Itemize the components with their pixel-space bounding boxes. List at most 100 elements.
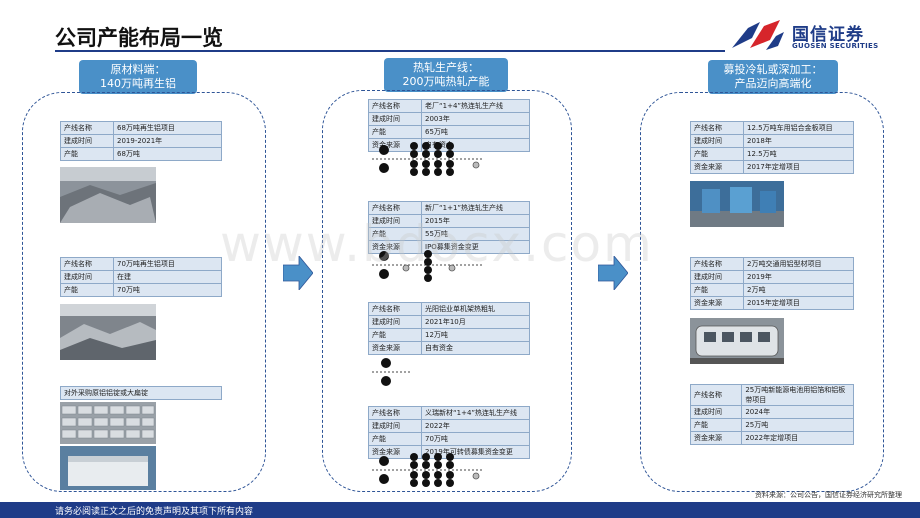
table-value: 2019年 xyxy=(743,270,854,284)
table-key: 产线名称 xyxy=(368,99,422,113)
cold-rolling-mill-photo xyxy=(690,181,784,227)
section-header-raw-material: 原材料端： 140万吨再生铝 xyxy=(79,60,197,94)
company-logo: 国信证券 GUOSEN SECURITIES xyxy=(730,18,880,54)
table-value: 自有资金 xyxy=(421,341,530,355)
table-key: 建成时间 xyxy=(689,405,743,419)
table-value: 2015年定增项目 xyxy=(743,296,854,310)
rolling-mill-1plus4-yirui-icon xyxy=(372,453,484,487)
flow-arrow-right-2-icon xyxy=(598,256,628,290)
table-key: 资金来源 xyxy=(689,431,743,445)
table-value: 2022年 xyxy=(421,419,530,433)
table-key: 产能 xyxy=(60,283,114,297)
table-value: IPO募集资金变更 xyxy=(421,240,530,254)
table-value: 12.5万吨 xyxy=(743,147,854,161)
table-value: 老厂“1+4”热连轧生产线 xyxy=(421,99,530,113)
table-key: 建成时间 xyxy=(368,315,422,329)
title-underline xyxy=(55,50,725,52)
table-key: 产线名称 xyxy=(368,201,422,215)
table-key: 产线名称 xyxy=(690,257,744,271)
table-key: 产能 xyxy=(690,283,744,297)
source-note: 资料来源：公司公告，国信证券经济研究所整理 xyxy=(755,491,902,499)
table-key: 产能 xyxy=(368,125,422,139)
rolling-mill-1plus4-icon xyxy=(372,142,484,176)
table-value: 2003年 xyxy=(421,112,530,126)
aluminum-slab-photo xyxy=(60,446,156,490)
logo-name-en: GUOSEN SECURITIES xyxy=(792,42,879,50)
section-header-hot-rolling: 热轧生产线： 200万吨热轧产能 xyxy=(384,58,508,92)
table-key: 资金来源 xyxy=(690,160,744,174)
purchased-ingot-table: 对外采购原铝铝锭或大扁锭 xyxy=(60,386,222,400)
table-value: 2017年定增项目 xyxy=(743,160,854,174)
table-value: 新厂“1+1”热连轧生产线 xyxy=(421,201,530,215)
disclaimer-text: 请务必阅读正文之后的免责声明及其项下所有内容 xyxy=(55,507,254,517)
table-value: 12.5万吨车用铝合金板项目 xyxy=(743,121,854,135)
single-stand-mill-icon xyxy=(372,358,412,386)
section-header-line2: 产品迈向高端化 xyxy=(734,77,812,90)
table-value: 25万吨 xyxy=(741,418,854,432)
table-value: 2021年10月 xyxy=(421,315,530,329)
table-key: 产能 xyxy=(60,147,114,161)
aluminum-ingot-photo xyxy=(60,402,156,444)
table-key: 建成时间 xyxy=(60,134,114,148)
table-value: 68万吨 xyxy=(113,147,222,161)
page-title: 公司产能布局一览 xyxy=(55,26,223,50)
guosen-logo-icon xyxy=(732,20,784,50)
table-key: 产线名称 xyxy=(368,406,422,420)
table-value: 义瑞新材“1+4”热连轧生产线 xyxy=(421,406,530,420)
table-key: 产能 xyxy=(368,328,422,342)
scrap-aluminum-pile-photo xyxy=(60,304,156,360)
logo-name-cn: 国信证券 xyxy=(792,25,864,45)
table-key: 资金来源 xyxy=(368,341,422,355)
table-value: 25万吨新能源电池用铝箔和铝板带项目 xyxy=(741,384,854,406)
table-value: 2018年 xyxy=(743,134,854,148)
table-key: 建成时间 xyxy=(368,419,422,433)
table-value: 在建 xyxy=(113,270,222,284)
table-value: 对外采购原铝铝锭或大扁锭 xyxy=(60,386,222,400)
table-value: 2万吨 xyxy=(743,283,854,297)
rolling-mill-1plus1-icon xyxy=(372,250,484,282)
table-key: 资金来源 xyxy=(368,240,422,254)
table-key: 产线名称 xyxy=(60,121,114,135)
table-key: 产线名称 xyxy=(368,302,422,316)
table-key: 建成时间 xyxy=(690,134,744,148)
table-value: 2022年定增项目 xyxy=(741,431,854,445)
table-value: 70万吨再生铝项目 xyxy=(113,257,222,271)
section-header-line2: 200万吨热轧产能 xyxy=(402,75,490,88)
table-key: 资金来源 xyxy=(690,296,744,310)
flow-arrow-right-1-icon xyxy=(283,256,313,290)
table-value: 2万吨交通用铝型材项目 xyxy=(743,257,854,271)
hot-rolling-group xyxy=(322,90,572,492)
cold-rolling-group xyxy=(640,92,884,492)
section-header-line1: 原材料端： xyxy=(110,63,166,76)
train-carriage-photo xyxy=(690,318,784,364)
table-key: 建成时间 xyxy=(60,270,114,284)
section-header-line1: 热轧生产线： xyxy=(413,61,479,74)
table-key: 产线名称 xyxy=(689,384,743,406)
table-value: 70万吨 xyxy=(113,283,222,297)
table-key: 建成时间 xyxy=(368,112,422,126)
table-key: 产线名称 xyxy=(690,121,744,135)
table-value: 光阳铝业单机架热粗轧 xyxy=(421,302,530,316)
table-value: 2019-2021年 xyxy=(113,134,222,148)
table-value: 68万吨再生铝项目 xyxy=(113,121,222,135)
table-key: 产能 xyxy=(690,147,744,161)
watermark: www.bdocx.com xyxy=(220,215,654,273)
table-key: 产能 xyxy=(689,418,743,432)
table-value: 12万吨 xyxy=(421,328,530,342)
section-header-cold-rolling: 募投冷轧或深加工： 产品迈向高端化 xyxy=(708,60,838,94)
footer-bar: 请务必阅读正文之后的免责声明及其项下所有内容 xyxy=(0,502,920,518)
raw-material-group xyxy=(22,92,266,492)
table-key: 产线名称 xyxy=(60,257,114,271)
section-header-line1: 募投冷轧或深加工： xyxy=(723,63,823,76)
table-key: 建成时间 xyxy=(690,270,744,284)
table-value: 65万吨 xyxy=(421,125,530,139)
table-key: 产能 xyxy=(368,432,422,446)
